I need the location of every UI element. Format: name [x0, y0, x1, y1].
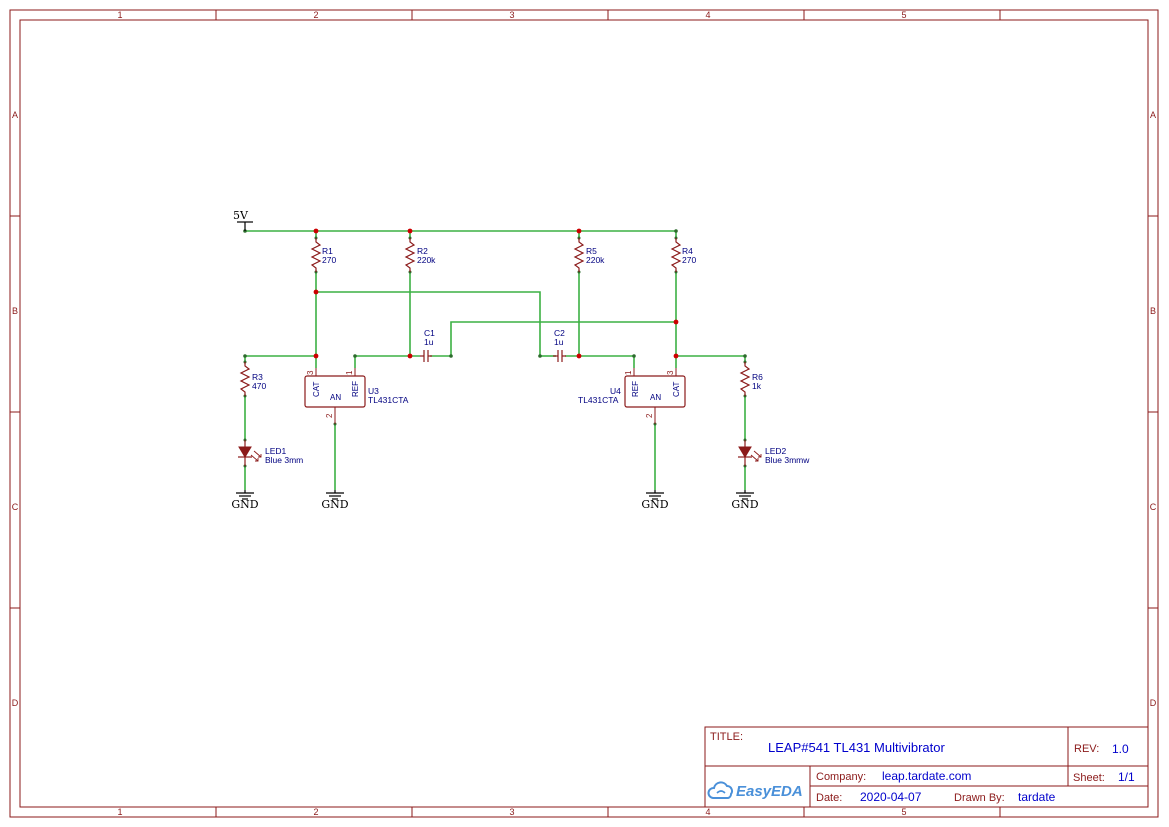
sheet-label: Sheet:: [1073, 772, 1105, 784]
light-emission-icon: [250, 450, 262, 462]
r3-ref: R3: [252, 372, 263, 382]
col-label-bottom-5: 5: [901, 807, 906, 817]
col-label-bottom-2: 2: [313, 807, 318, 817]
row-label-left-b: B: [12, 306, 18, 316]
u3-value: TL431CTA: [368, 395, 409, 405]
net-label-5v: 5V: [233, 209, 249, 222]
c2-ref: C2: [554, 328, 565, 338]
resistor-r1[interactable]: R1 270: [310, 238, 336, 272]
gnd-label-3: GND: [641, 498, 668, 511]
u3-pin-an: AN: [330, 393, 341, 402]
led-led1[interactable]: LED1 Blue 3mm: [238, 440, 303, 466]
col-label-bottom-4: 4: [705, 807, 710, 817]
r6-ref: R6: [752, 372, 763, 382]
c1-ref: C1: [424, 328, 435, 338]
u3-pin-1-num: 1: [345, 370, 354, 375]
row-label-right-a: A: [1150, 110, 1156, 120]
led1-value: Blue 3mm: [265, 455, 303, 465]
ground-symbol-1[interactable]: GND: [231, 490, 259, 511]
drawn-by-value: tardate: [1018, 790, 1056, 804]
u4-value: TL431CTA: [578, 395, 619, 405]
row-label-left-d: D: [12, 698, 19, 708]
ground-symbol-3[interactable]: GND: [641, 490, 669, 511]
r6-value: 1k: [752, 381, 762, 391]
r2-ref: R2: [417, 246, 428, 256]
company-label: Company:: [816, 771, 866, 783]
u4-pin-3-num: 3: [666, 370, 675, 375]
resistor-r6[interactable]: R6 1k: [739, 362, 763, 396]
row-label-right-d: D: [1150, 698, 1157, 708]
led2-ref: LED2: [765, 446, 787, 456]
r4-value: 270: [682, 255, 696, 265]
col-label-top-3: 3: [509, 10, 514, 20]
col-label-top-2: 2: [313, 10, 318, 20]
resistor-r2[interactable]: R2 220k: [404, 238, 436, 272]
col-label-top-5: 5: [901, 10, 906, 20]
title-value: LEAP#541 TL431 Multivibrator: [768, 740, 945, 755]
ic-u4-tl431[interactable]: REF CAT AN 1 3 2 U4 TL431CTA: [578, 368, 686, 424]
u4-pin-an: AN: [650, 393, 661, 402]
logo-text: EasyEDA: [736, 783, 803, 800]
u3-pin-cat: CAT: [312, 381, 321, 397]
r2-value: 220k: [417, 255, 436, 265]
junctions: [313, 228, 679, 359]
row-label-right-c: C: [1150, 502, 1157, 512]
col-label-bottom-1: 1: [117, 807, 122, 817]
title-label: TITLE:: [710, 731, 743, 743]
gnd-label-1: GND: [231, 498, 258, 511]
u4-pin-2-num: 2: [645, 413, 654, 418]
r5-ref: R5: [586, 246, 597, 256]
row-label-left-a: A: [12, 110, 18, 120]
cloud-icon: [707, 781, 733, 799]
c1-value: 1u: [424, 337, 434, 347]
date-value: 2020-04-07: [860, 790, 922, 804]
drawing-frame: 1 2 3 4 5 1 2 3 4 5 A B C D A B C D: [9, 9, 1159, 818]
resistor-r3[interactable]: R3 470: [239, 362, 266, 396]
easyeda-logo: EasyEDA: [707, 781, 803, 800]
r3-value: 470: [252, 381, 266, 391]
u3-ref: U3: [368, 386, 379, 396]
power-flag-5v[interactable]: 5V: [233, 209, 253, 231]
light-emission-icon: [750, 450, 762, 462]
u3-pin-2-num: 2: [325, 413, 334, 418]
drawn-by-label: Drawn By:: [954, 792, 1005, 804]
row-label-right-b: B: [1150, 306, 1156, 316]
u3-pin-3-num: 3: [306, 370, 315, 375]
ground-symbol-4[interactable]: GND: [731, 490, 759, 511]
rev-value: 1.0: [1112, 742, 1129, 756]
col-label-bottom-3: 3: [509, 807, 514, 817]
wires: [244, 230, 746, 490]
title-block: TITLE: LEAP#541 TL431 Multivibrator REV:…: [704, 726, 1149, 808]
r1-ref: R1: [322, 246, 333, 256]
u4-pin-ref: REF: [631, 381, 640, 397]
resistor-r5[interactable]: R5 220k: [573, 238, 605, 272]
date-label: Date:: [816, 792, 842, 804]
gnd-label-2: GND: [321, 498, 348, 511]
led1-ref: LED1: [265, 446, 287, 456]
resistor-r4[interactable]: R4 270: [670, 238, 696, 272]
rev-label: REV:: [1074, 743, 1099, 755]
company-value: leap.tardate.com: [882, 769, 971, 783]
col-label-top-4: 4: [705, 10, 710, 20]
r5-value: 220k: [586, 255, 605, 265]
u4-pin-1-num: 1: [624, 370, 633, 375]
row-label-left-c: C: [12, 502, 19, 512]
u3-pin-ref: REF: [351, 381, 360, 397]
r1-value: 270: [322, 255, 336, 265]
u4-ref: U4: [610, 386, 621, 396]
col-label-top-1: 1: [117, 10, 122, 20]
u4-pin-cat: CAT: [672, 381, 681, 397]
capacitor-c2[interactable]: C2 1u: [553, 328, 566, 362]
ic-u3-tl431[interactable]: CAT REF AN 3 1 2 U3 TL431CTA: [304, 368, 409, 424]
sheet-value: 1/1: [1118, 770, 1135, 784]
led-led2[interactable]: LED2 Blue 3mmw: [738, 440, 810, 466]
c2-value: 1u: [554, 337, 564, 347]
gnd-label-4: GND: [731, 498, 758, 511]
capacitor-c1[interactable]: C1 1u: [420, 328, 435, 362]
r4-ref: R4: [682, 246, 693, 256]
ground-symbol-2[interactable]: GND: [321, 490, 349, 511]
led2-value: Blue 3mmw: [765, 455, 810, 465]
